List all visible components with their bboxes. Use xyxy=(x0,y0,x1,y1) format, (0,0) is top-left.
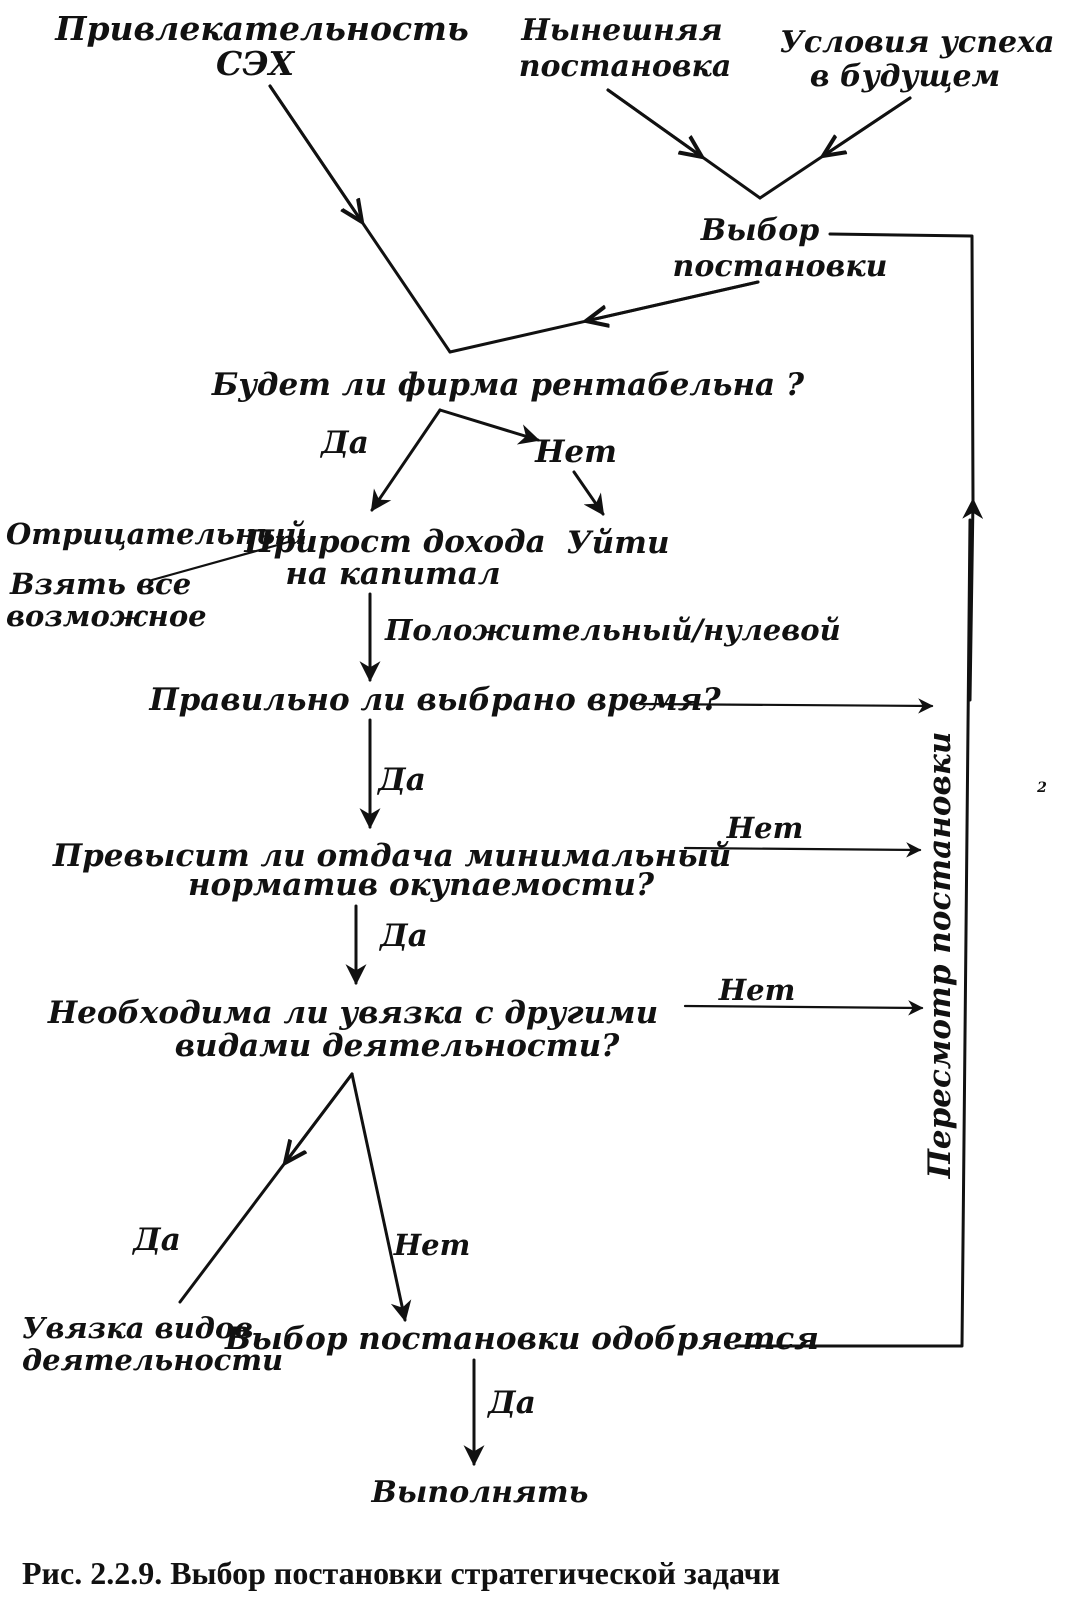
node-revision: Пересмотр постановки xyxy=(922,732,958,1180)
node-profitable: Будет ли фирма рентабельна ? xyxy=(211,367,805,403)
side-mark: 2 xyxy=(1036,780,1047,796)
node-negative: Отрицательный xyxy=(6,517,307,551)
node-take-all-line1: Взять все xyxy=(9,567,191,601)
edge-growth-to-take-all xyxy=(150,539,294,582)
edge-timing-to-revision xyxy=(638,698,934,714)
node-link-needed-line1: Необходима ли увязка с другими xyxy=(47,995,658,1031)
node-approved: Выбор постановки одобряется xyxy=(224,1321,819,1357)
edge-revision-to-choice xyxy=(828,232,975,502)
node-link-activities-line1: Увязка видов xyxy=(22,1311,253,1345)
node-current-line1: Нынешняя xyxy=(520,13,722,48)
node-exit: Уйти xyxy=(566,525,669,561)
edge-label-yes-4: Да xyxy=(131,1222,181,1258)
edge-label-yes-3: Да xyxy=(378,918,428,954)
figure-caption: Рис. 2.2.9. Выбор постановки стратегичес… xyxy=(22,1555,780,1591)
edge-link-no xyxy=(683,1000,924,1016)
node-link-activities-line2: деятельности xyxy=(22,1343,283,1377)
edge-label-yes-5: Да xyxy=(486,1385,536,1421)
node-choice-line1: Выбор xyxy=(700,213,820,248)
node-exceed-line1: Превысит ли отдача минимальный xyxy=(52,838,731,874)
node-attractiveness-line2: СЭХ xyxy=(216,44,296,83)
node-timing: Правильно ли выбрано время? xyxy=(148,682,721,718)
edge-label-no-1: Нет xyxy=(534,434,617,470)
edge-exceed-no xyxy=(683,842,922,858)
edge-label-no-3: Нет xyxy=(718,973,796,1007)
edge-label-yes-1: Да xyxy=(319,425,369,461)
edge-label-no-4: Нет xyxy=(393,1228,471,1262)
edge-link-yes-arrowhead xyxy=(285,1072,354,1163)
node-conditions-line1: Условия успеха xyxy=(780,25,1055,60)
edge-revision-loop xyxy=(734,518,972,1348)
edge-attractiveness-arrowhead xyxy=(268,84,362,222)
edge-revision-up-arrow xyxy=(962,497,984,702)
node-exceed-line2: норматив окупаемости? xyxy=(188,867,655,903)
edge-label-no-2: Нет xyxy=(726,811,804,845)
edge-profitable-no xyxy=(438,408,541,445)
edge-profitable-yes xyxy=(370,408,442,512)
node-execute: Выполнять xyxy=(371,1475,589,1510)
edge-link-no-down xyxy=(350,1072,412,1323)
node-link-needed-line2: видами деятельности? xyxy=(175,1028,620,1064)
edge-choice-arrowhead xyxy=(586,280,760,321)
node-take-all-line2: возможное xyxy=(6,599,207,633)
node-conditions-line2: в будущем xyxy=(810,59,1000,94)
edge-no-to-exit xyxy=(572,470,605,516)
edge-label-positive-zero: Положительный/нулевой xyxy=(384,613,841,647)
edge-label-yes-2: Да xyxy=(376,762,426,798)
node-growth-line1: Прирост дохода xyxy=(243,524,545,560)
node-current-line2: постановка xyxy=(519,49,732,84)
node-growth-line2: на капитал xyxy=(285,556,500,592)
node-attractiveness-line1: Привлекательность xyxy=(54,9,468,48)
edge-current-arrowhead xyxy=(606,88,702,157)
node-choice-line2: постановки xyxy=(673,249,888,284)
edge-conditions-arrowhead xyxy=(823,96,912,156)
